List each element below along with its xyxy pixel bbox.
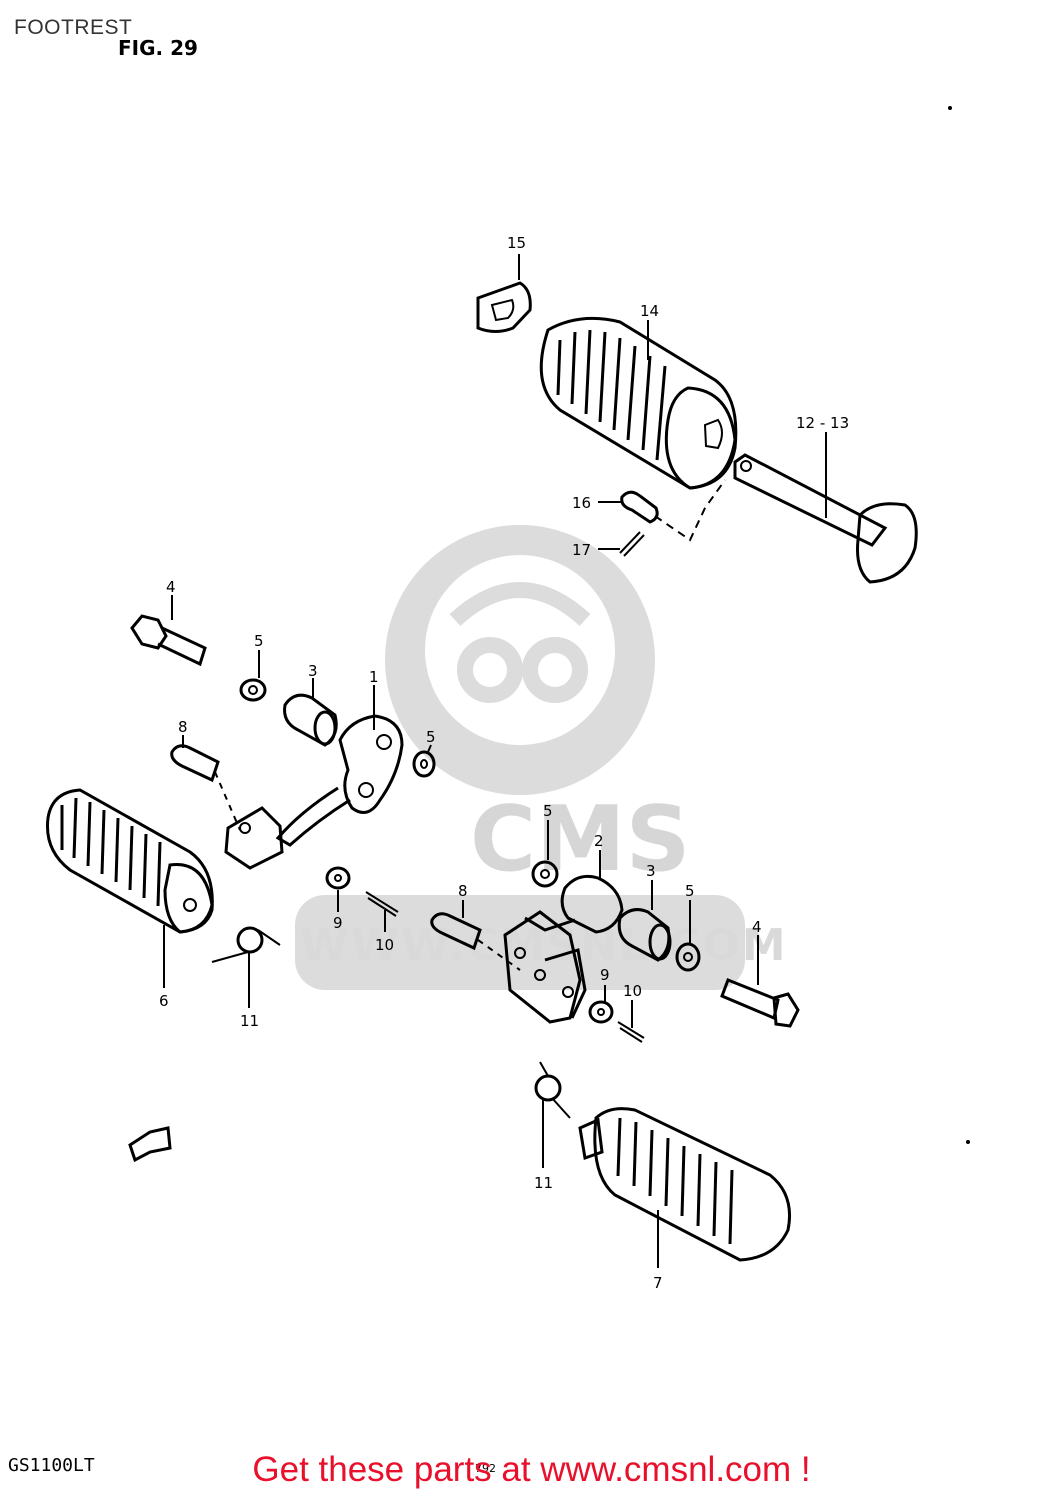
- callout-14: 14: [640, 302, 659, 320]
- callout-8-left: 8: [178, 718, 188, 736]
- callout-5-c: 5: [543, 802, 553, 820]
- callout-3-right: 3: [646, 862, 656, 880]
- part-4-bolt-right: [720, 978, 800, 1028]
- part-8-pin-right: [430, 912, 482, 951]
- right-pin-leader: [477, 939, 521, 971]
- callout-9-left: 9: [333, 914, 343, 932]
- part-9-washer-left: [325, 866, 351, 890]
- part-16-pin: [620, 490, 659, 524]
- callout-5-a: 5: [254, 632, 264, 650]
- part-9-washer-right: [588, 1000, 614, 1024]
- part-11-spring-left: [211, 926, 281, 963]
- callout-10-right: 10: [623, 982, 642, 1000]
- left-pin-leader: [214, 771, 241, 831]
- callout-9-right: 9: [600, 966, 610, 984]
- part-15-plate: [476, 281, 532, 333]
- part-12-13-rear-footrest-bar: [733, 453, 918, 584]
- callout-16: 16: [572, 494, 591, 512]
- shop-link-banner[interactable]: Get these parts at www.cmsnl.com !: [252, 1450, 811, 1489]
- part-8-pin-left: [170, 744, 220, 783]
- callout-15: 15: [507, 234, 526, 252]
- model-code: GS1100LT: [8, 1455, 95, 1476]
- part-4-bolt-left: [130, 614, 207, 667]
- part-2-right-bracket: [503, 874, 624, 1024]
- watermark-cms-text: CMS: [470, 787, 690, 892]
- part-6-left-footrest-rubber: [45, 788, 214, 934]
- page-title: FOOTREST: [14, 16, 133, 39]
- part-5-washer-b: [412, 750, 436, 778]
- callout-4-right: 4: [752, 918, 762, 936]
- callout-labels: 15 14 12 - 13 16 17 4 5 3 1 5 8 5 2 3 5 …: [159, 234, 849, 1292]
- callout-8-right: 8: [458, 882, 468, 900]
- page-number: 792: [475, 1462, 496, 1475]
- part-3-bushing-right: [617, 908, 672, 962]
- callout-10-left: 10: [375, 936, 394, 954]
- callout-11-right: 11: [534, 1174, 553, 1192]
- callout-12-13: 12 - 13: [796, 414, 849, 432]
- part-7-right-footrest-rubber: [578, 1107, 792, 1262]
- part-3-bushing-left: [283, 693, 338, 747]
- front-direction-arrow-icon: [128, 1126, 172, 1163]
- callout-7: 7: [653, 1274, 663, 1292]
- part-11-spring-right: [534, 1061, 571, 1119]
- part-1-left-bracket: [224, 714, 404, 870]
- rear-assembly-leader: [654, 479, 726, 542]
- callout-3-left: 3: [308, 662, 318, 680]
- part-5-washer-c: [531, 860, 559, 888]
- stray-mark: [948, 106, 952, 110]
- callout-4-left: 4: [166, 578, 176, 596]
- callout-leaders: [163, 254, 827, 1268]
- callout-1: 1: [369, 668, 379, 686]
- part-5-washer-d: [675, 942, 701, 972]
- part-14-rear-footrest-rubber: [539, 316, 738, 490]
- callout-5-b: 5: [426, 728, 436, 746]
- part-10-cotter-left: [365, 891, 399, 917]
- part-10-cotter-right: [617, 1021, 645, 1043]
- callout-11-left: 11: [240, 1012, 259, 1030]
- part-17-cotter-pin: [619, 531, 645, 557]
- callout-6: 6: [159, 992, 169, 1010]
- stray-mark: [966, 1140, 970, 1144]
- callout-2: 2: [594, 832, 604, 850]
- figure-number: FIG. 29: [118, 36, 198, 60]
- callout-5-d: 5: [685, 882, 695, 900]
- part-5-washer-a: [239, 678, 267, 702]
- callout-17: 17: [572, 541, 591, 559]
